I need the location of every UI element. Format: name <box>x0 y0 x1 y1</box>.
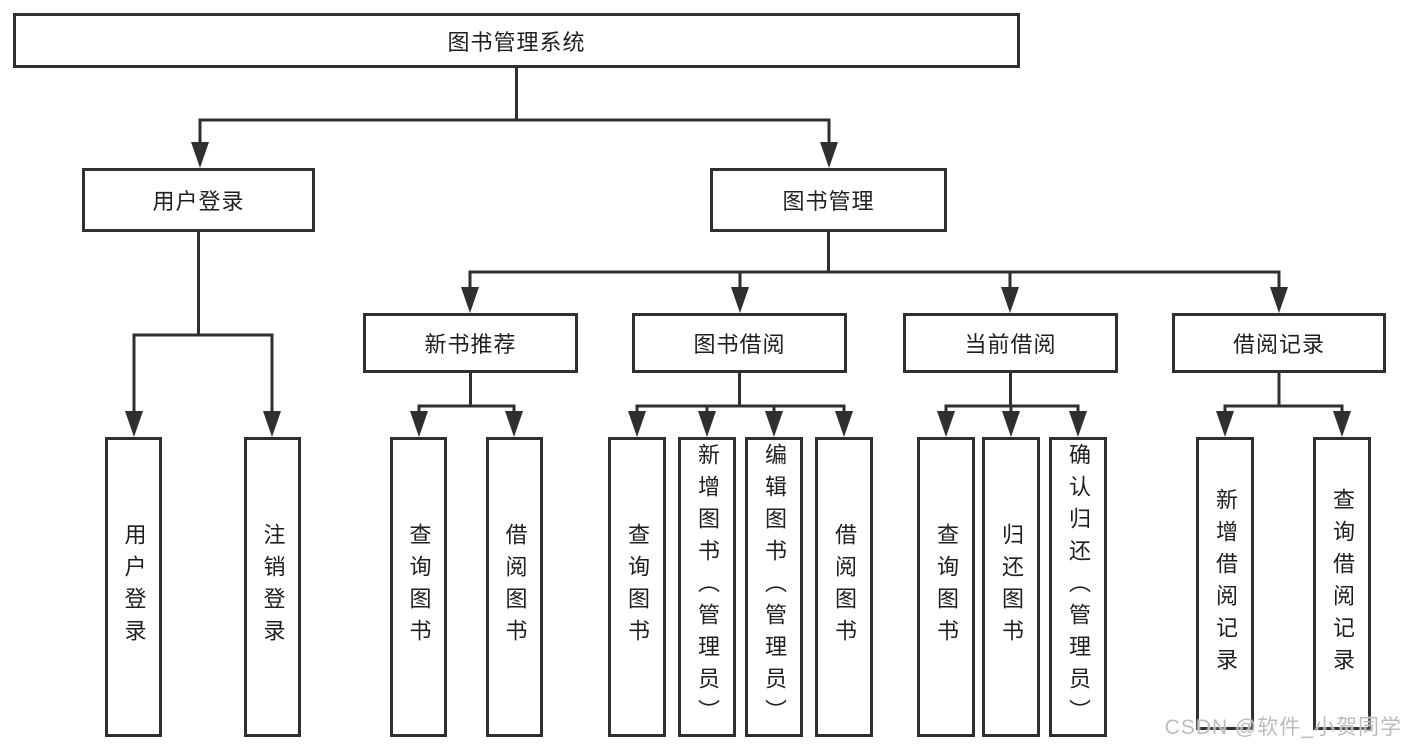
node-book-management: 图书管理 <box>710 168 947 232</box>
leaf-label: 查询图书 <box>406 523 432 651</box>
leaf-label: 归还图书 <box>999 523 1024 651</box>
leaf-borrow-books-recommend: 借阅图书 <box>486 437 543 737</box>
node-user-login: 用户登录 <box>82 168 315 232</box>
leaf-edit-book-admin: 编辑图书（管理员） <box>745 437 803 737</box>
leaf-label: 查询借阅记录 <box>1330 487 1355 680</box>
leaf-add-book-admin: 新增图书（管理员） <box>678 437 736 737</box>
node-library-system: 图书管理系统 <box>13 13 1020 68</box>
node-new-book-recommend: 新书推荐 <box>363 313 578 373</box>
node-book-borrow: 图书借阅 <box>632 313 847 373</box>
leaf-label: 借阅图书 <box>832 523 857 651</box>
leaf-label: 编辑图书（管理员） <box>762 443 787 731</box>
leaf-label: 查询图书 <box>934 523 959 651</box>
leaf-confirm-return-admin: 确认归还（管理员） <box>1049 437 1107 737</box>
leaf-user-login: 用户登录 <box>105 437 162 737</box>
leaf-query-books-recommend: 查询图书 <box>390 437 447 737</box>
node-borrow-records: 借阅记录 <box>1172 313 1386 373</box>
leaf-label: 确认归还（管理员） <box>1066 443 1091 731</box>
leaf-query-books-current: 查询图书 <box>917 437 975 737</box>
csdn-watermark: CSDN @软件_小贺同学 <box>1164 716 1402 739</box>
leaf-borrow-books: 借阅图书 <box>815 437 873 737</box>
leaf-label: 用户登录 <box>121 523 147 651</box>
leaf-label: 注销登录 <box>260 523 286 651</box>
leaf-label: 新增图书（管理员） <box>695 443 720 731</box>
leaf-label: 新增借阅记录 <box>1213 487 1238 680</box>
leaf-label: 查询图书 <box>625 523 650 651</box>
leaf-add-borrow-record: 新增借阅记录 <box>1196 437 1254 730</box>
leaf-query-borrow-record: 查询借阅记录 <box>1313 437 1371 730</box>
leaf-query-books-borrow: 查询图书 <box>608 437 666 737</box>
leaf-logout: 注销登录 <box>244 437 301 737</box>
node-current-borrow: 当前借阅 <box>903 313 1118 373</box>
leaf-return-books: 归还图书 <box>982 437 1040 737</box>
leaf-label: 借阅图书 <box>502 523 528 651</box>
